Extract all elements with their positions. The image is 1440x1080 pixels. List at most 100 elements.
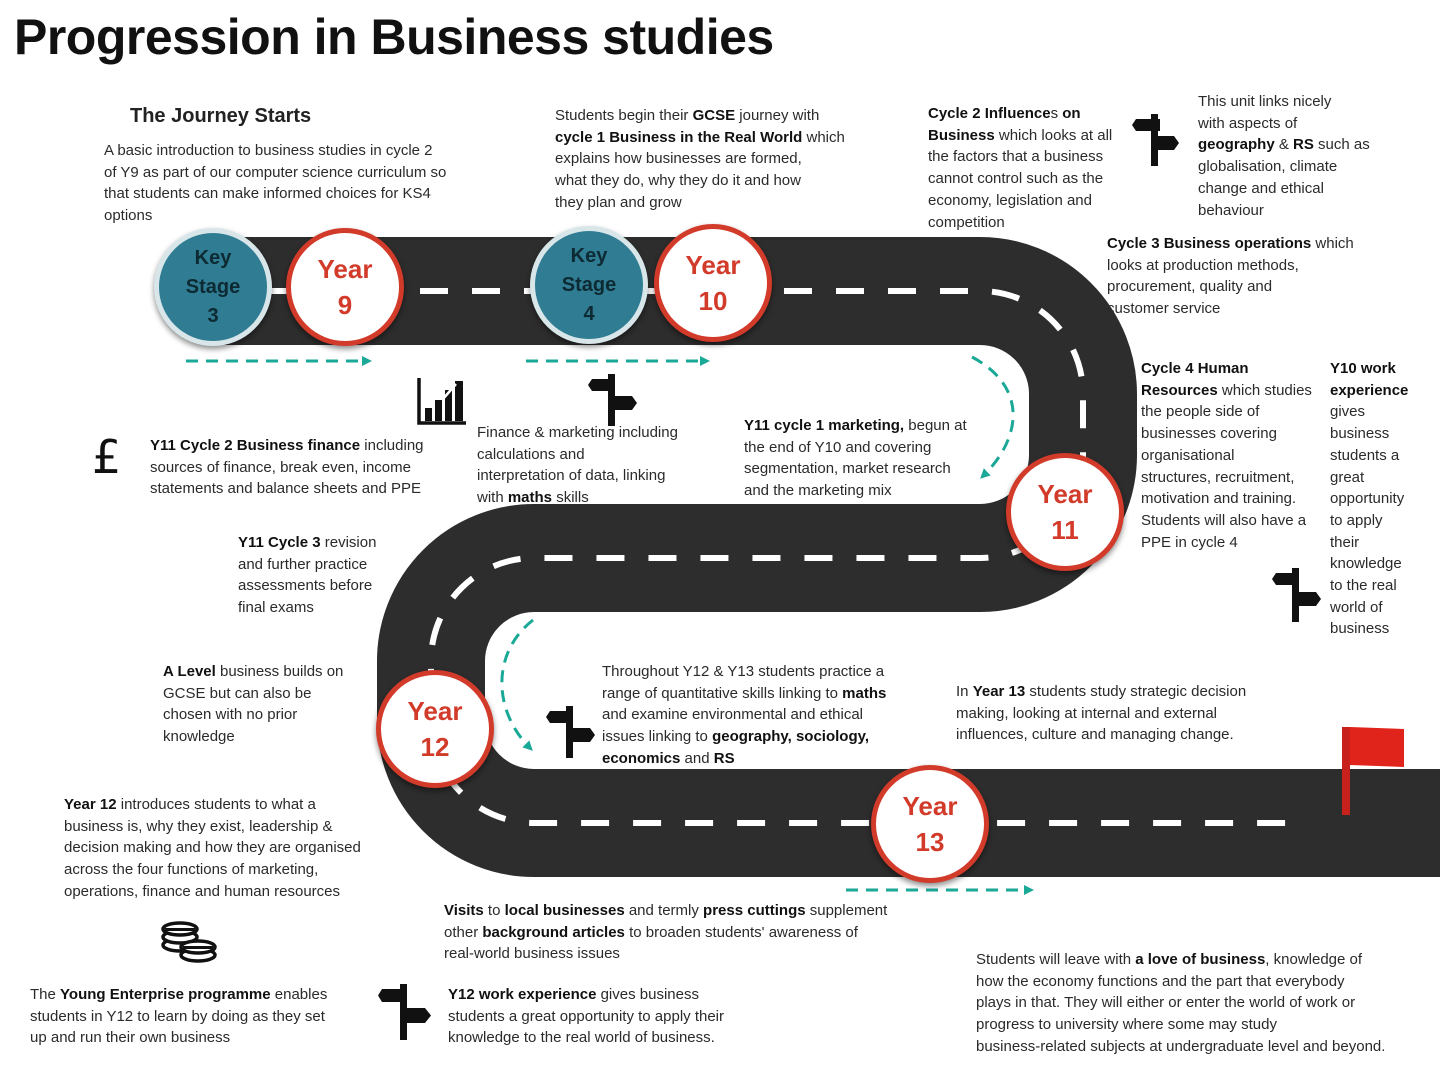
text-line: A basic introduction to business studies… (104, 140, 446, 162)
badge-label-line: Year (902, 791, 958, 821)
text-line: assessments before (238, 575, 376, 597)
text-line: GCSE but can also be (163, 683, 343, 705)
text-run: gives business (596, 986, 699, 1003)
text-line: issues linking to geography, sociology, (602, 726, 886, 748)
text-run: knowledge to the real world of business. (448, 1029, 715, 1047)
text-bold: maths (507, 489, 553, 507)
arrow-y11-curve (971, 355, 1015, 479)
text-line: and the marketing mix (744, 480, 967, 502)
text-line: students in Y12 to learn by doing as the… (30, 1006, 327, 1028)
text-line: interpretation of data, linking (477, 465, 678, 487)
text-line: and further practice (238, 554, 376, 576)
text-line: In Year 13 students study strategic deci… (956, 681, 1246, 703)
text-bold: Cycle 4 Human (1141, 360, 1249, 377)
text-line: experience (1330, 380, 1408, 402)
text-run: real-world business issues (444, 945, 620, 963)
text-line: chosen with no prior (163, 704, 343, 726)
badge-label-line: Key (570, 244, 608, 267)
text-run: to the real (1330, 577, 1397, 595)
text-run: sources of finance, break even, income (150, 458, 411, 476)
text-run: globalisation, climate (1198, 158, 1338, 176)
text-run: final exams (238, 599, 314, 617)
text-line: cycle 1 Business in the Real World which (555, 127, 845, 149)
text-run: the end of Y10 and covering (744, 438, 932, 456)
text-run: & (1274, 136, 1294, 154)
text-bold: Y11 Cycle 2 Business finance (150, 437, 361, 454)
finish-flag-icon (1342, 727, 1404, 815)
text-line: the end of Y10 and covering (744, 437, 967, 459)
text-bold: A Level (163, 663, 216, 680)
text-line: with maths skills (477, 487, 678, 509)
text-line: explains how businesses are formed, (555, 148, 845, 170)
text-line: Y10 work (1330, 358, 1408, 380)
text-line: of Y9 as part of our computer science cu… (104, 162, 446, 184)
text-line: to the real (1330, 575, 1408, 597)
text-bold: Year 12 (64, 796, 117, 813)
text-run: which studies (1217, 381, 1312, 399)
text-bold: Y12 work experience (448, 986, 597, 1003)
text-line: range of quantitative skills linking to … (602, 683, 886, 705)
text-run: behaviour (1198, 201, 1264, 219)
signpost-icon (546, 706, 595, 758)
text-line: Cycle 2 Influences on (928, 103, 1112, 125)
text-line: the people side of (1141, 401, 1312, 423)
text-line: PPE in cycle 4 (1141, 532, 1312, 554)
text-visits: Visits to local businesses and termly pr… (444, 900, 887, 965)
text-run: chosen with no prior (163, 706, 298, 724)
text-run: decision making and how they are organis… (64, 839, 361, 857)
text-run: This unit links nicely (1198, 93, 1332, 110)
text-run: and further practice (238, 555, 368, 573)
text-line: other background articles to broaden stu… (444, 922, 887, 944)
text-run: which (1311, 235, 1354, 252)
bar-chart-icon (417, 378, 466, 425)
text-run: operations, finance and human resources (64, 882, 341, 900)
text-line: final exams (238, 597, 376, 619)
text-bold: geography (1198, 136, 1275, 154)
text-run: how the economy functions and the part t… (976, 972, 1345, 990)
text-run: s (1050, 105, 1059, 122)
text-run: enables (270, 986, 328, 1003)
text-bold: Resources (1141, 381, 1218, 399)
text-leaving: Students will leave with a love of busin… (976, 949, 1385, 1058)
text-line: and examine environmental and ethical (602, 704, 886, 726)
text-run: Finance & marketing including (477, 424, 678, 441)
badge-label-line: 3 (207, 304, 219, 327)
text-bold: Cycle 2 Influence (928, 105, 1051, 122)
text-run: including (360, 437, 424, 454)
text-bold: a love of business (1135, 951, 1266, 968)
text-run: making, looking at internal and external (956, 704, 1217, 722)
text-bold: economics (602, 749, 681, 767)
text-line: Throughout Y12 & Y13 students practice a (602, 661, 886, 683)
text-line: competition (928, 212, 1112, 234)
text-line: business (1330, 618, 1408, 640)
text-line: looks at production methods, (1107, 255, 1354, 277)
text-run: organisational (1141, 446, 1235, 464)
badge-label-line: Year (317, 254, 373, 284)
badge-label-line: Year (685, 250, 741, 280)
text-line: progress to university where some may st… (976, 1014, 1385, 1036)
text-run: business (1330, 620, 1390, 638)
text-line: knowledge to the real world of business. (448, 1027, 724, 1049)
signpost-icon (1272, 568, 1321, 622)
text-line: cannot control such as the (928, 168, 1112, 190)
text-line: how the economy functions and the part t… (976, 971, 1385, 993)
text-line: their (1330, 532, 1408, 554)
text-run: students in Y12 to learn by doing as the… (30, 1007, 325, 1025)
text-bold: RS (713, 749, 735, 767)
arrow-y12-curve (500, 618, 534, 751)
text-run: PPE in cycle 4 (1141, 533, 1238, 551)
text-bold: background articles (482, 923, 625, 941)
text-line: Students begin their GCSE journey with (555, 105, 845, 127)
text-line: what they do, why they do it and how (555, 170, 845, 192)
text-run: economy, legislation and (928, 191, 1092, 209)
